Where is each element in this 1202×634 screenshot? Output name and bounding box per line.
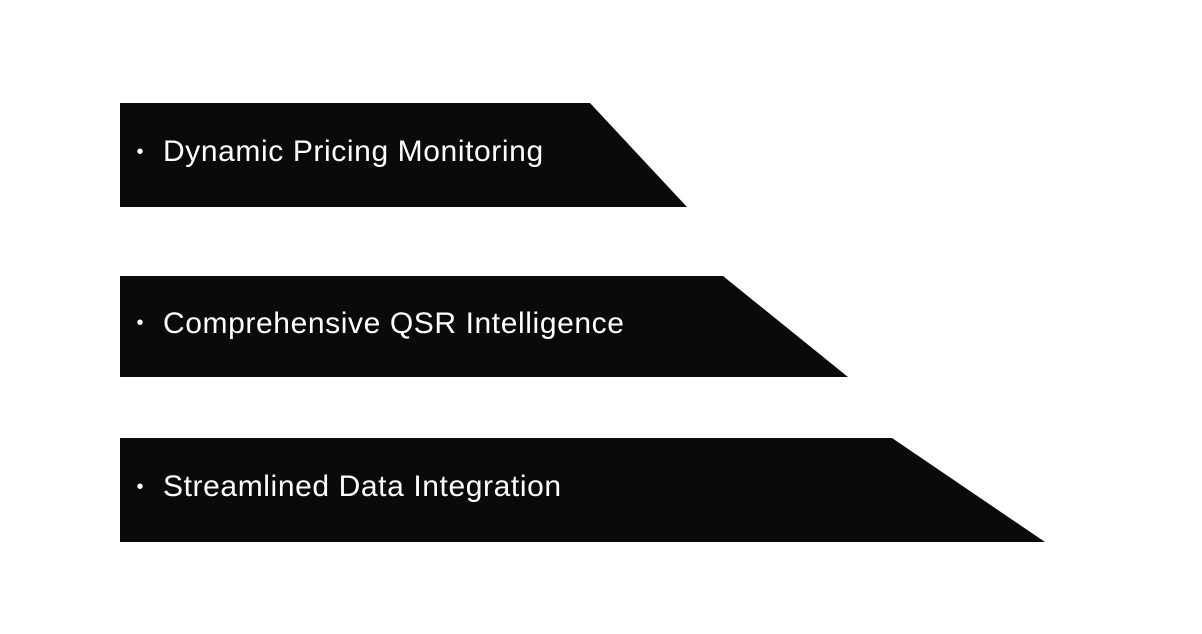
banner-label: Streamlined Data Integration	[163, 470, 562, 503]
banner-label: Comprehensive QSR Intelligence	[163, 306, 625, 340]
banner-comprehensive-qsr-intelligence: • Comprehensive QSR Intelligence	[120, 276, 848, 377]
bullet-icon: •	[136, 140, 144, 163]
bullet-icon: •	[136, 475, 144, 498]
bullet-icon: •	[136, 312, 144, 334]
banner-content: • Comprehensive QSR Intelligence	[120, 273, 848, 374]
banner-content: • Dynamic Pricing Monitoring	[120, 100, 687, 204]
banner-dynamic-pricing-monitoring: • Dynamic Pricing Monitoring	[120, 103, 687, 207]
banner-content: • Streamlined Data Integration	[120, 435, 1045, 539]
banner-label: Dynamic Pricing Monitoring	[163, 135, 544, 168]
banner-streamlined-data-integration: • Streamlined Data Integration	[120, 438, 1045, 542]
